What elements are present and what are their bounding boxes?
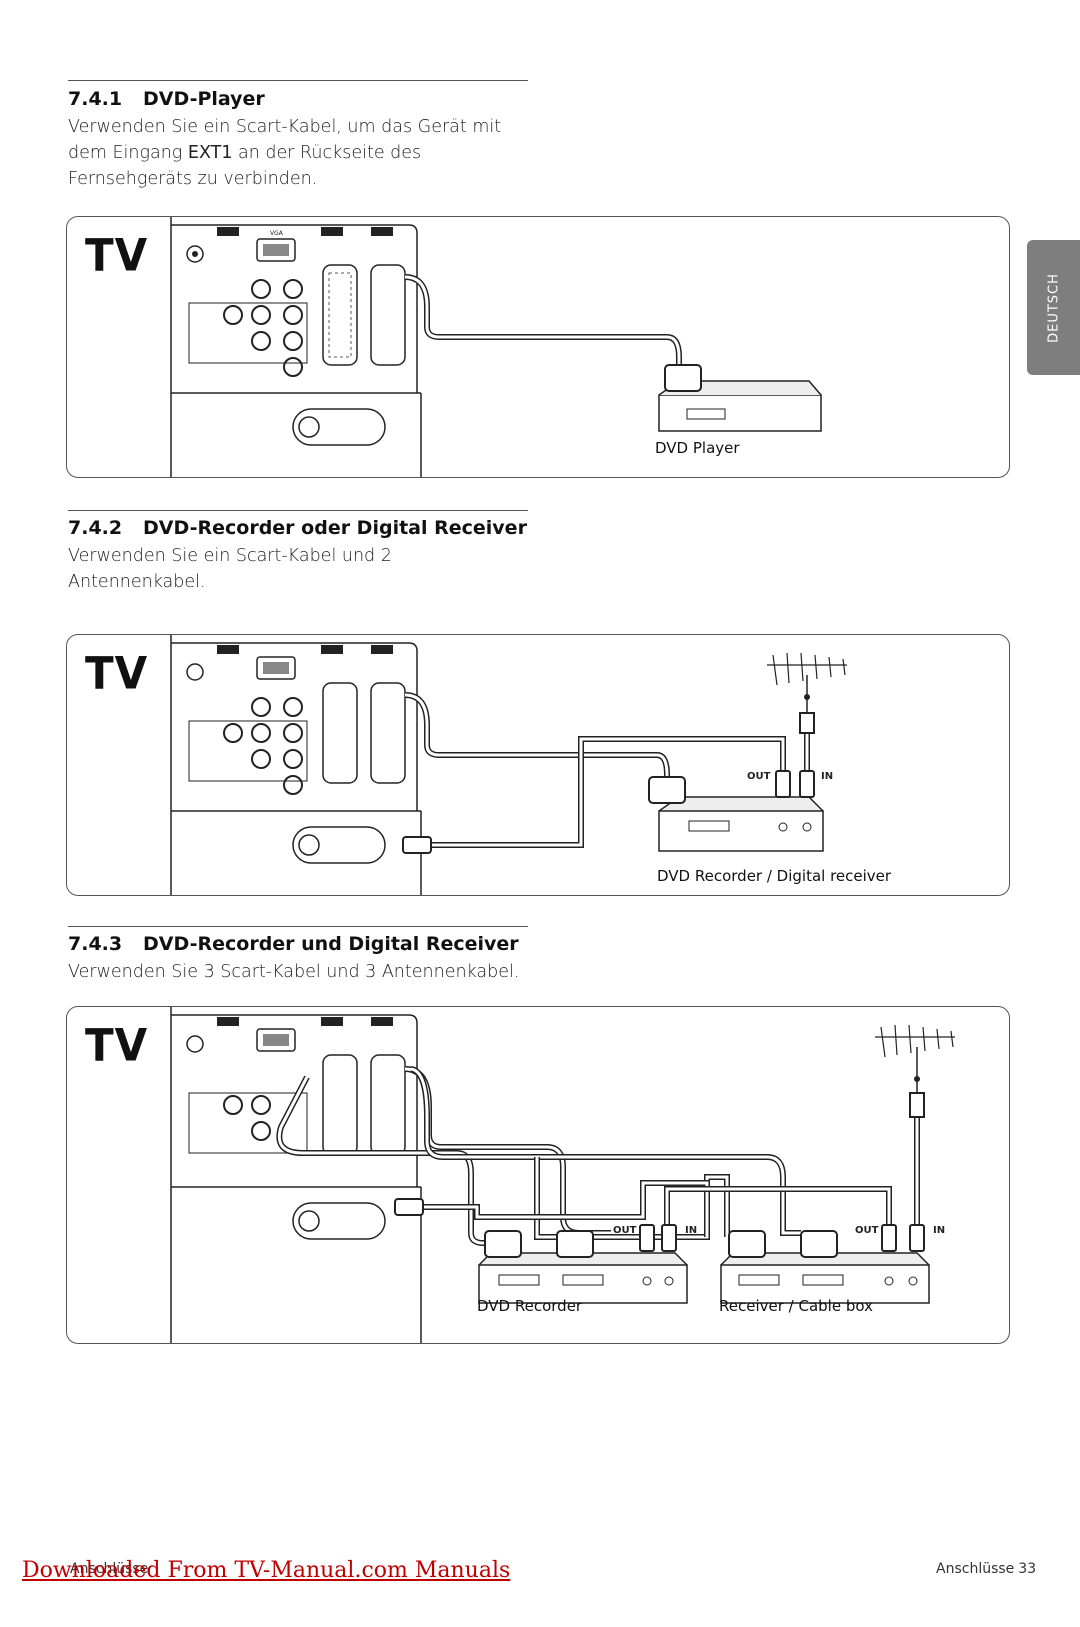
language-side-tab: DEUTSCH xyxy=(1027,240,1080,375)
tv-label: TV xyxy=(85,647,149,700)
body-text: Verwenden Sie 3 Scart-Kabel und 3 Antenn… xyxy=(68,962,520,982)
section-rule-2 xyxy=(68,510,528,511)
section-rule-1 xyxy=(68,80,528,81)
svg-text:IN: IN xyxy=(685,1225,697,1236)
device-label-receiver-cable-box: Receiver / Cable box xyxy=(719,1297,873,1315)
section-body-2: Verwenden Sie ein Scart-Kabel und 2 Ante… xyxy=(68,543,428,595)
section-number: 7.4.1 xyxy=(68,88,123,110)
section-heading-1: 7.4.1 DVD-Player xyxy=(68,88,265,110)
section-body-1: Verwenden Sie ein Scart-Kabel, um das Ge… xyxy=(68,114,508,192)
device-label-dvd-player: DVD Player xyxy=(655,439,740,457)
section-rule-3 xyxy=(68,926,528,927)
section-heading-2: 7.4.2 DVD-Recorder oder Digital Receiver xyxy=(68,517,527,539)
body-text-part: Verwenden Sie ein Scart-Kabel, um das Ge… xyxy=(68,117,502,163)
body-text: Verwenden Sie ein Scart-Kabel und 2 Ante… xyxy=(68,546,392,592)
footer-section-left: Anschlüsse xyxy=(70,1561,149,1577)
section-heading-3: 7.4.3 DVD-Recorder und Digital Receiver xyxy=(68,933,519,955)
diagram-3-drawing: OUT IN OUT IN xyxy=(170,1007,955,1343)
connection-diagram-3: TV xyxy=(66,1006,1010,1344)
section-title: DVD-Recorder oder Digital Receiver xyxy=(143,517,527,539)
footer-section-right: Anschlüsse xyxy=(936,1561,1015,1577)
device-label-dvd-recorder-digital-receiver: DVD Recorder / Digital receiver xyxy=(657,867,892,885)
section-title: DVD-Player xyxy=(143,88,265,110)
tv-label: TV xyxy=(85,229,149,282)
language-label: DEUTSCH xyxy=(1046,272,1061,343)
body-keyword: EXT1 xyxy=(187,143,233,163)
body-text-part: an der Rückseite des Fernsehgeräts zu ve… xyxy=(68,143,422,189)
svg-text:IN: IN xyxy=(933,1225,945,1236)
section-title: DVD-Recorder und Digital Receiver xyxy=(143,933,519,955)
tv-label: TV xyxy=(85,1019,149,1072)
svg-text:IN: IN xyxy=(821,771,833,782)
connection-diagram-1: TV VGA xyxy=(66,216,1010,478)
diagram-2-drawing: OUT IN xyxy=(170,635,847,895)
page-number: 33 xyxy=(1018,1561,1037,1577)
diagram-1-drawing: VGA xyxy=(170,217,822,477)
svg-text:VGA: VGA xyxy=(270,230,284,237)
svg-text:OUT: OUT xyxy=(855,1225,879,1236)
connection-diagram-2: TV xyxy=(66,634,1010,896)
svg-text:OUT: OUT xyxy=(613,1225,637,1236)
section-number: 7.4.3 xyxy=(68,933,123,955)
section-number: 7.4.2 xyxy=(68,517,123,539)
download-source-link[interactable]: Downloaded From TV-Manual.com Manuals xyxy=(22,1558,511,1583)
section-body-3: Verwenden Sie 3 Scart-Kabel und 3 Antenn… xyxy=(68,959,628,985)
svg-text:OUT: OUT xyxy=(747,771,771,782)
device-label-dvd-recorder: DVD Recorder xyxy=(477,1297,583,1315)
